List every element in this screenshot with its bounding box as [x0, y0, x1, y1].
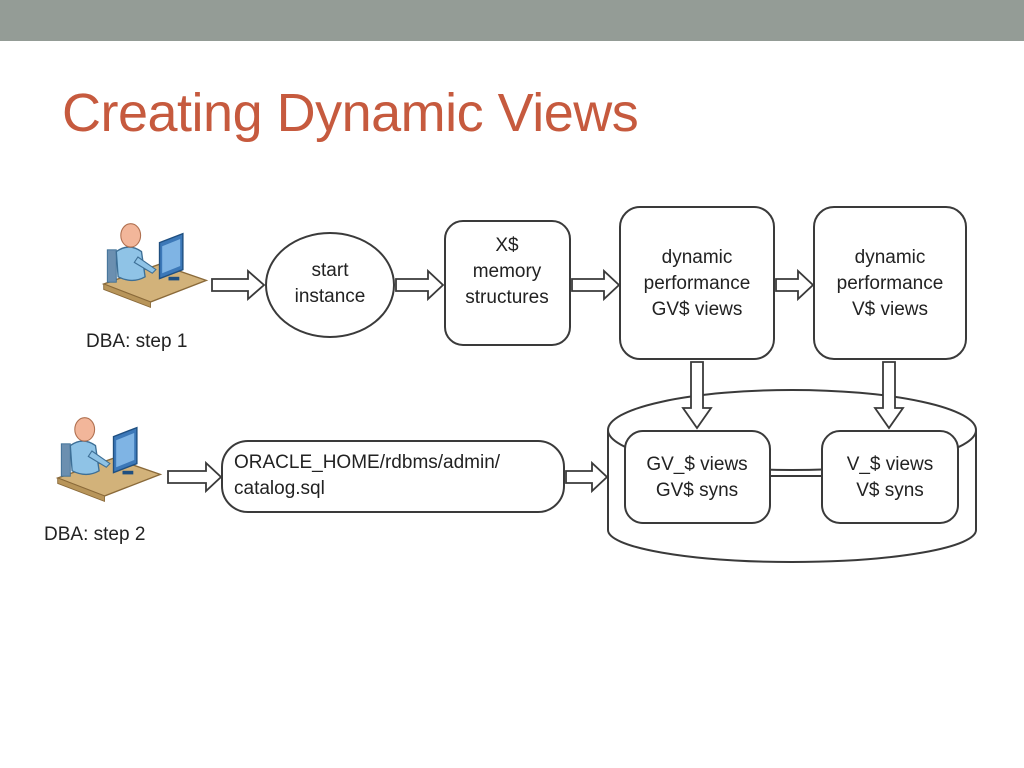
- arrow-dba1-to-start: [211, 269, 266, 301]
- arrow-v-to-v-views: [873, 361, 905, 430]
- svg-text:V_$ views: V_$ views: [847, 454, 934, 475]
- node-v-views-syns: V_$ views V$ syns: [821, 430, 959, 524]
- dba-person-icon: [102, 222, 208, 309]
- dba-step1-actor: DBA: step 1: [86, 222, 208, 352]
- svg-text:dynamic: dynamic: [662, 247, 733, 268]
- svg-text:GV$ syns: GV$ syns: [656, 480, 738, 501]
- node-start-instance: start instance: [265, 232, 395, 338]
- svg-text:X$: X$: [495, 235, 519, 256]
- slide-title: Creating Dynamic Views: [62, 83, 639, 143]
- arrow-start-to-xs: [395, 268, 445, 302]
- svg-text:ORACLE_HOME/rdbms/admin/: ORACLE_HOME/rdbms/admin/: [234, 452, 501, 473]
- svg-text:V$ views: V$ views: [852, 299, 928, 320]
- arrow-xs-to-gv: [571, 268, 621, 302]
- svg-text:start: start: [312, 260, 350, 281]
- node-catalog-sql: ORACLE_HOME/rdbms/admin/ catalog.sql: [221, 440, 565, 513]
- svg-text:instance: instance: [295, 286, 366, 307]
- svg-text:GV$ views: GV$ views: [652, 299, 743, 320]
- svg-text:GV_$ views: GV_$ views: [646, 454, 747, 475]
- svg-text:memory: memory: [473, 261, 542, 282]
- arrow-dba2-to-catalog: [167, 460, 223, 494]
- dba-step2-label: DBA: step 2: [44, 524, 145, 545]
- svg-text:catalog.sql: catalog.sql: [234, 478, 325, 499]
- node-v-performance-views: dynamic performance V$ views: [813, 206, 967, 360]
- node-gv-views-syns: GV_$ views GV$ syns: [624, 430, 771, 524]
- arrow-gv-to-v: [775, 268, 815, 302]
- arrow-catalog-to-db: [565, 460, 609, 494]
- svg-text:V$ syns: V$ syns: [856, 480, 924, 501]
- dba-person-icon: [56, 416, 162, 503]
- dba-step1-label: DBA: step 1: [86, 331, 187, 352]
- node-gv-performance-views: dynamic performance GV$ views: [619, 206, 775, 360]
- svg-text:dynamic: dynamic: [855, 247, 926, 268]
- svg-text:performance: performance: [837, 273, 944, 294]
- top-bar: [0, 0, 1024, 41]
- dba-step2-actor: DBA: step 2: [44, 416, 162, 545]
- svg-text:structures: structures: [465, 287, 548, 308]
- arrow-gv-to-gv-views: [681, 361, 713, 430]
- svg-text:performance: performance: [644, 273, 751, 294]
- node-xs-memory-structures: X$ memory structures: [444, 220, 571, 346]
